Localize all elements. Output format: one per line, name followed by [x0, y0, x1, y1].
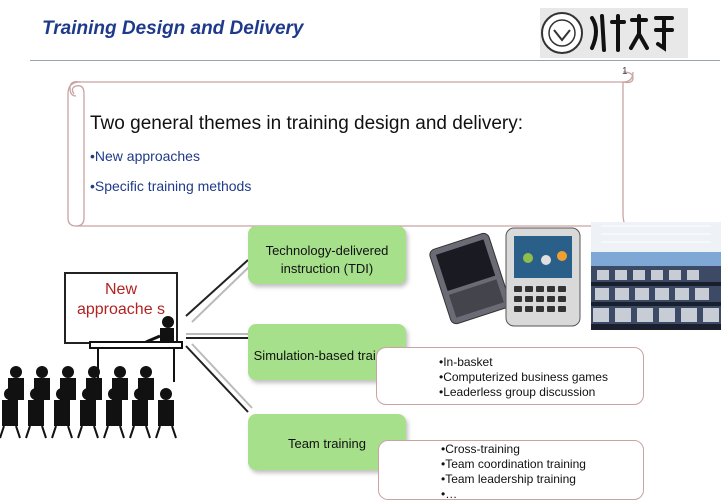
- team-example-4: •…: [441, 487, 457, 501]
- simulation-example-3: •Leaderless group discussion: [439, 385, 595, 399]
- team-example-1: •Cross-training: [441, 442, 520, 456]
- team-example-3: •Team leadership training: [441, 472, 576, 486]
- simulation-example-1: •In-basket: [439, 355, 493, 369]
- classroom-audience-illustration: [0, 312, 186, 440]
- computer-lab-image: [591, 222, 721, 330]
- tdi-label-line1: Technology-delivered: [248, 242, 406, 259]
- tdi-label-line2: instruction (TDI): [248, 260, 406, 277]
- handheld-devices-image: [428, 222, 584, 330]
- simulation-example-2: •Computerized business games: [439, 370, 608, 384]
- team-example-2: •Team coordination training: [441, 457, 586, 471]
